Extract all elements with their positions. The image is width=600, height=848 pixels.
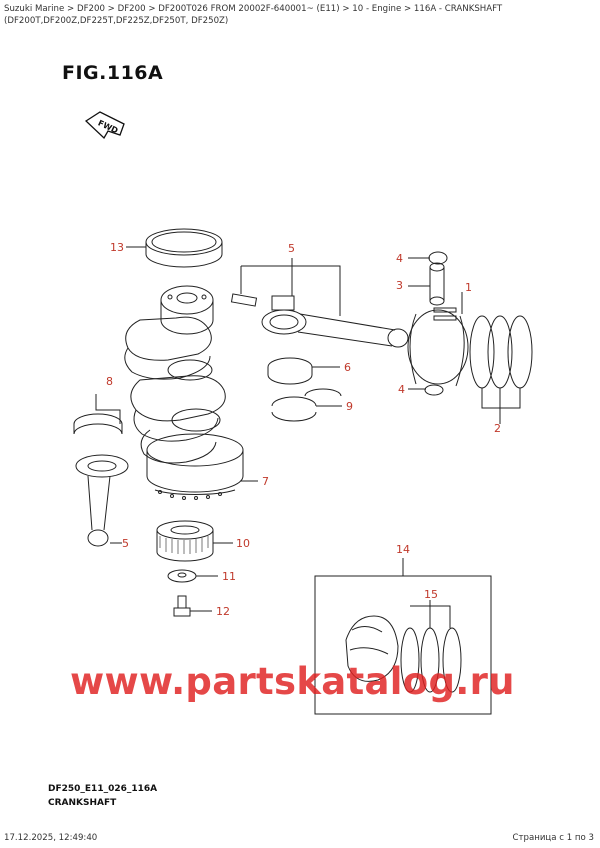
figure-title: FIG.116A (62, 62, 164, 84)
callout-labels: 1 2 3 4 4 5 5 6 7 8 9 10 11 12 13 14 15 (106, 241, 501, 618)
breadcrumb: Suzuki Marine > DF200 > DF200 > DF200T02… (4, 3, 596, 27)
breadcrumb-item-df200-sub[interactable]: DF200 (117, 4, 146, 14)
breadcrumb-item-model[interactable]: DF200T026 FROM 20002F-640001~ (E11) (158, 4, 340, 14)
callout-5b[interactable]: 5 (122, 537, 129, 550)
callout-10[interactable]: 10 (236, 537, 250, 550)
breadcrumb-item-current: 116A - CRANKSHAFT (DF200T,DF200Z,DF225T,… (4, 4, 503, 26)
footer-page: Страница с 1 по 3 (512, 833, 594, 843)
part-1-piston (407, 307, 469, 387)
part-4-clip-top (428, 251, 448, 265)
breadcrumb-separator: > (148, 4, 156, 14)
callout-7[interactable]: 7 (262, 475, 269, 488)
part-2-rings (469, 315, 533, 409)
part-5-connecting-rod-lower (75, 454, 129, 547)
part-crankshaft (124, 285, 244, 500)
part-8-bearing (73, 394, 123, 435)
callout-6[interactable]: 6 (344, 361, 351, 374)
callout-13[interactable]: 13 (110, 241, 124, 254)
part-4-clip-bottom (424, 384, 444, 396)
callout-14[interactable]: 14 (396, 543, 410, 556)
callout-5[interactable]: 5 (288, 242, 295, 255)
breadcrumb-separator: > (403, 4, 412, 14)
breadcrumb-separator: > (67, 4, 75, 14)
callout-3[interactable]: 3 (396, 279, 403, 292)
breadcrumb-item-df200[interactable]: DF200 (76, 4, 105, 14)
callout-12[interactable]: 12 (216, 605, 230, 618)
part-5-connecting-rod (230, 293, 409, 348)
breadcrumb-separator: > (107, 4, 115, 14)
figure-caption: CRANKSHAFT (48, 798, 117, 808)
breadcrumb-item-engine[interactable]: 10 - Engine (352, 4, 402, 14)
watermark: www.partskatalog.ru (70, 660, 515, 703)
part-6-bearing (267, 357, 313, 385)
part-12-bolt (173, 595, 191, 617)
callout-4[interactable]: 4 (396, 252, 403, 265)
breadcrumb-separator: > (342, 4, 350, 14)
part-10-gear (156, 520, 214, 562)
callout-1[interactable]: 1 (465, 281, 472, 294)
callout-4b[interactable]: 4 (398, 383, 405, 396)
part-11-washer (167, 569, 197, 583)
callout-9[interactable]: 9 (346, 400, 353, 413)
callout-15[interactable]: 15 (424, 588, 438, 601)
callout-8[interactable]: 8 (106, 375, 113, 388)
fwd-arrow-icon: FWD (84, 111, 125, 140)
figure-code: DF250_E11_026_116A (48, 784, 158, 794)
part-13-seal (145, 228, 223, 268)
part-9-bearing (271, 388, 342, 422)
breadcrumb-item-suzuki-marine[interactable]: Suzuki Marine (4, 4, 65, 14)
footer-timestamp: 17.12.2025, 12:49:40 (4, 833, 98, 843)
callout-11[interactable]: 11 (222, 570, 236, 583)
callout-2[interactable]: 2 (494, 422, 501, 435)
part-14-piston-assy-box (314, 558, 492, 715)
part-3-piston-pin (429, 262, 445, 306)
